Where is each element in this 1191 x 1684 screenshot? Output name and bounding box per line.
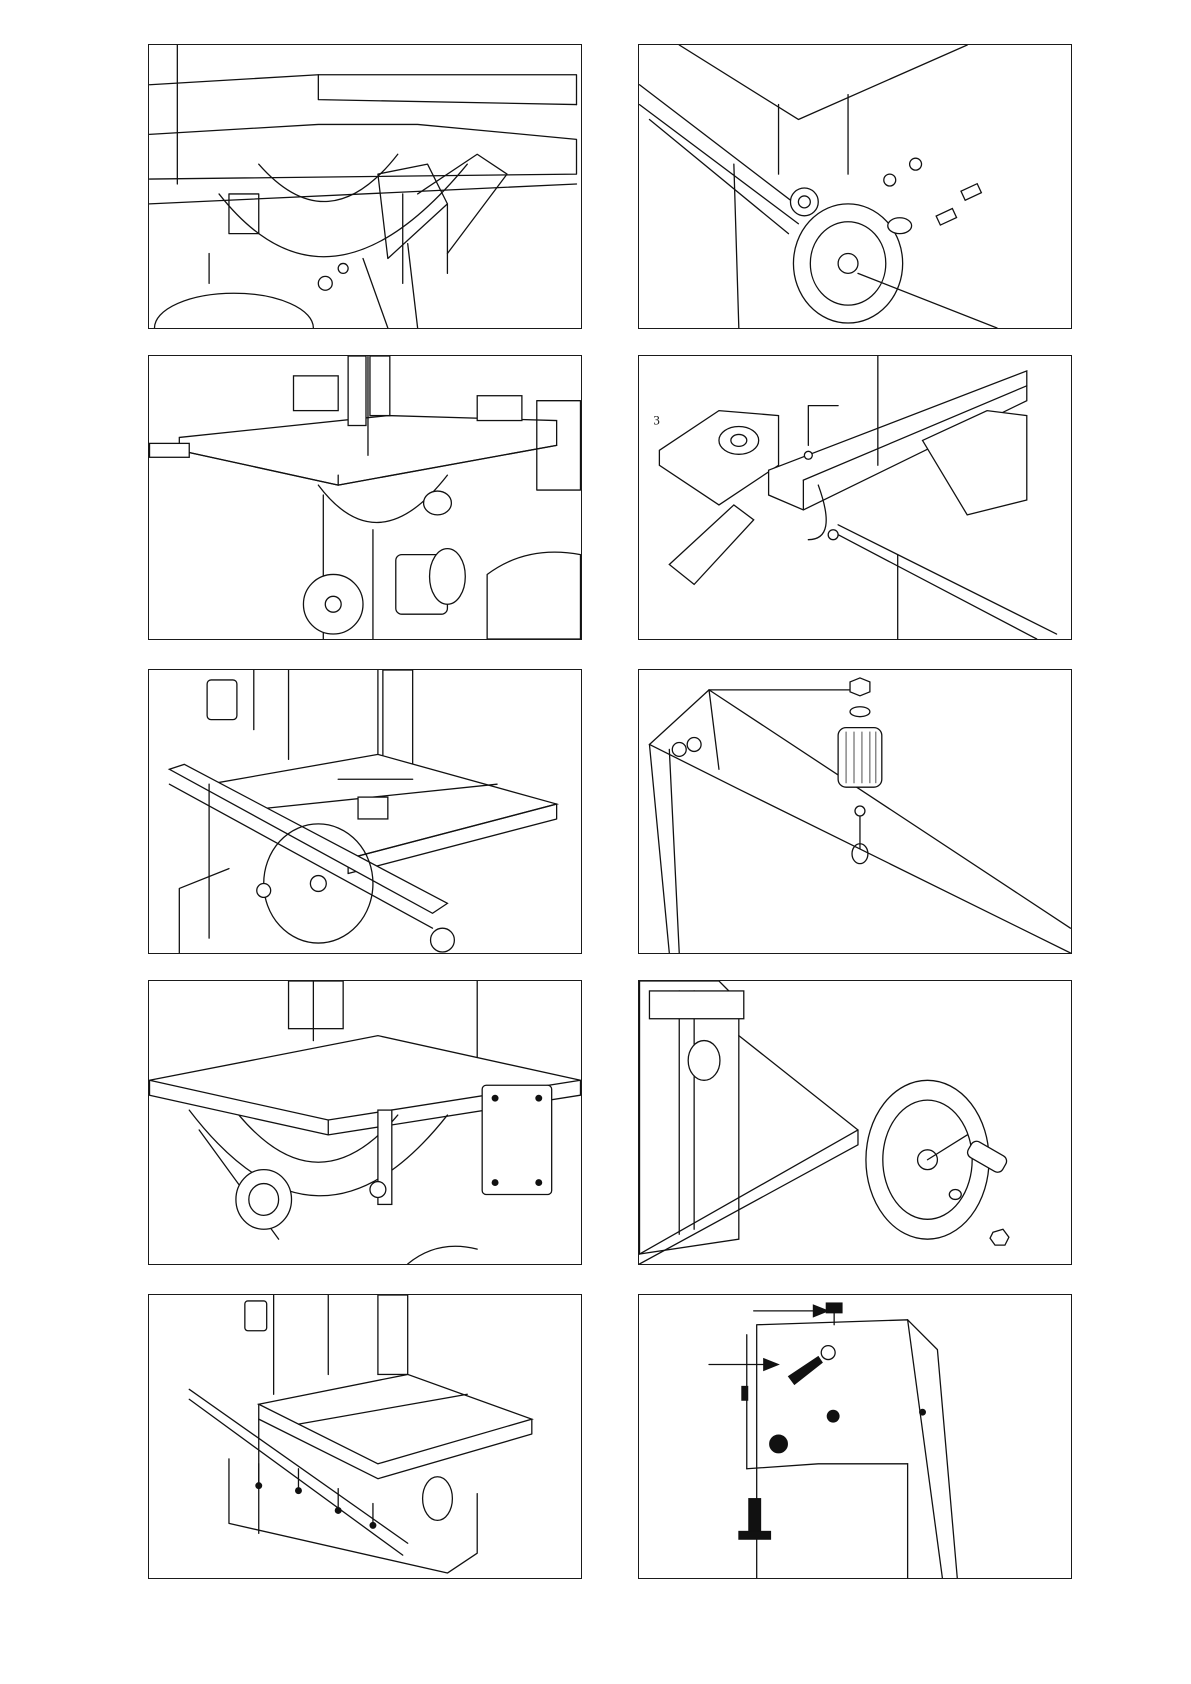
figure-5-rip-fence — [148, 669, 582, 954]
callout-label: 3 — [653, 414, 659, 428]
table-knob-washer-nut-drawing — [639, 670, 1071, 953]
fence-rail-bolts-handwheel-drawing — [639, 45, 1071, 328]
figure-4-fence-clamp: 3 — [638, 355, 1072, 640]
table-mounted-saw-drawing — [149, 356, 581, 639]
figure-3-table-mounted — [148, 355, 582, 640]
figure-6-table-knob — [638, 669, 1072, 954]
fence-clamp-allen-key-drawing: 3 — [639, 356, 1071, 639]
table-trunnion-bracket-drawing — [149, 45, 581, 328]
upper-housing-arrows-drawing — [639, 1295, 1071, 1578]
figure-10-upper-housing — [638, 1294, 1072, 1579]
handwheel-handle-assembly-drawing — [639, 981, 1071, 1264]
figure-7-tilt-scale — [148, 980, 582, 1265]
figure-1-table-trunnion — [148, 44, 582, 329]
tilt-scale-and-lock-drawing — [149, 981, 581, 1264]
saw-with-fence-feet-drawing — [149, 1295, 581, 1578]
figure-8-handwheel — [638, 980, 1072, 1265]
figure-2-fence-rail — [638, 44, 1072, 329]
saw-with-rip-fence-drawing — [149, 670, 581, 953]
figure-9-fence-feet — [148, 1294, 582, 1579]
